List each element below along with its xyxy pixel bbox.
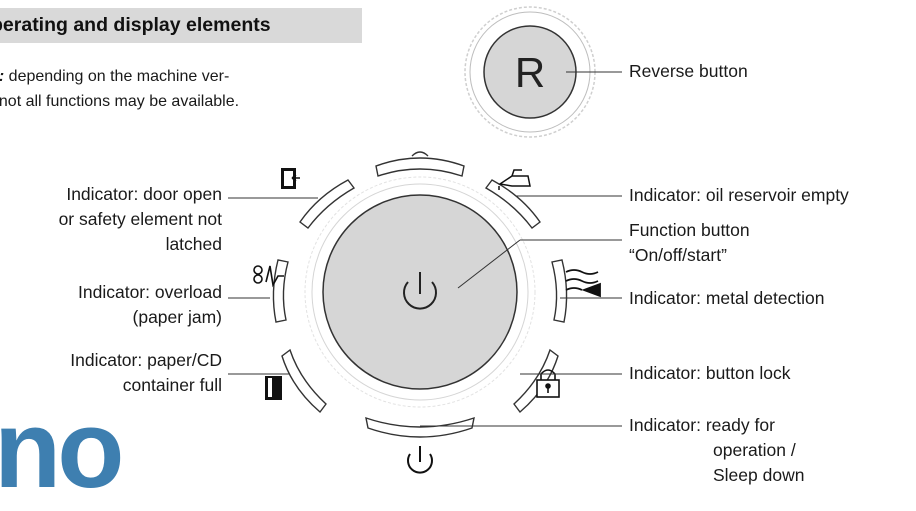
note-line-1: depending on the machine ver- (4, 68, 230, 85)
door-icon (281, 168, 300, 189)
overload-icon (253, 265, 284, 288)
label-function-button: Function button “On/off/start” (629, 220, 750, 265)
control-panel-diagram: R (228, 6, 622, 474)
label-overload: Indicator: overload (paper jam) (78, 282, 222, 327)
power-icon (403, 272, 437, 310)
label-container-full: Indicator: paper/CD container full (70, 350, 222, 395)
reverse-button[interactable]: R (464, 6, 596, 138)
label-oil-empty: Indicator: oil reservoir empty (629, 185, 849, 205)
oil-can-icon (498, 169, 531, 190)
section-header-bar (0, 8, 362, 43)
label-button-lock: Indicator: button lock (629, 363, 791, 383)
note-line-2: , not all functions may be available. (0, 93, 240, 110)
metal-detection-icon (565, 269, 601, 298)
note-label: e: (0, 68, 4, 85)
dial-outer-ring-dashed (304, 176, 536, 408)
label-ready: Indicator: ready for operation / Sleep d… (629, 415, 805, 485)
section-title: perating and display elements (0, 14, 271, 36)
reverse-button-letter: R (515, 49, 545, 96)
function-button[interactable] (322, 194, 518, 390)
leader-lines (228, 195, 622, 427)
label-metal-detection: Indicator: metal detection (629, 288, 825, 308)
label-reverse-button: Reverse button (629, 61, 748, 81)
container-icon (265, 376, 282, 400)
note-text: e: depending on the machine ver- , not a… (0, 64, 239, 114)
power-icon-bottom (407, 446, 433, 474)
brand-logo-fragment: no (0, 388, 124, 511)
label-door-open: Indicator: door open or safety element n… (58, 184, 222, 254)
indicator-segments (272, 151, 568, 438)
dial-outer-ring (311, 183, 529, 401)
